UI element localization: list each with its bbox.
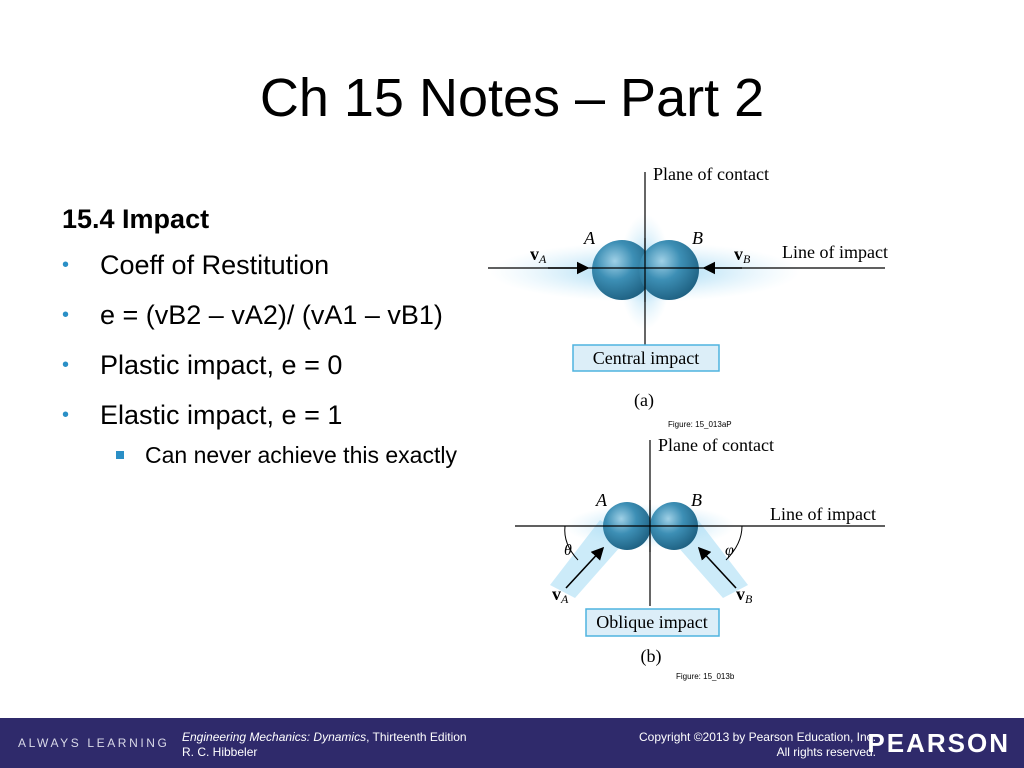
ball-b bbox=[639, 240, 699, 300]
footer-book-info: Engineering Mechanics: Dynamics, Thirtee… bbox=[182, 730, 467, 760]
velocity-a-label: vA bbox=[530, 244, 547, 266]
ball-a-label: A bbox=[595, 490, 608, 510]
copyright-text: Copyright ©2013 by Pearson Education, In… bbox=[639, 730, 876, 744]
impact-figure: Plane of contact Line of impact A B vA v… bbox=[488, 164, 888, 681]
rights-text: All rights reserved. bbox=[776, 745, 876, 759]
velocity-a-symbol: v bbox=[530, 244, 539, 264]
ball-b-label: B bbox=[691, 490, 702, 510]
square-bullet-icon bbox=[116, 451, 124, 459]
slide-title: Ch 15 Notes – Part 2 bbox=[259, 68, 765, 128]
central-impact-diagram: Plane of contact Line of impact A B vA v… bbox=[488, 164, 888, 429]
book-author: R. C. Hibbeler bbox=[182, 745, 258, 759]
central-impact-box bbox=[572, 344, 720, 372]
oblique-impact-label: Oblique impact bbox=[596, 612, 707, 632]
bullet-text: Plastic impact, e = 0 bbox=[100, 350, 343, 380]
book-edition: , Thirteenth Edition bbox=[366, 730, 467, 744]
phi-label: φ bbox=[725, 542, 734, 559]
bullet-dot-icon: • bbox=[62, 354, 70, 376]
velocity-b-symbol: v bbox=[736, 584, 745, 604]
bullet-dot-icon: • bbox=[62, 404, 70, 426]
bullet-text: Coeff of Restitution bbox=[100, 250, 330, 280]
phi-angle-arc bbox=[725, 525, 743, 561]
sub-bullet-text: Can never achieve this exactly bbox=[145, 442, 457, 468]
velocity-b-label: vB bbox=[736, 584, 753, 606]
oblique-impact-box bbox=[585, 608, 720, 637]
velocity-b-label: vB bbox=[734, 244, 751, 266]
velocity-a-symbol: v bbox=[552, 584, 561, 604]
book-title-line: Engineering Mechanics: Dynamics, Thirtee… bbox=[182, 730, 467, 745]
velocity-b-subscript: B bbox=[745, 592, 753, 606]
velocity-a-label: vA bbox=[552, 584, 569, 606]
plane-of-contact-label: Plane of contact bbox=[653, 164, 769, 184]
bullet-item: • Elastic impact, e = 1 bbox=[62, 398, 472, 432]
pearson-logo: PEARSON bbox=[867, 728, 1010, 758]
sub-bullet-item: Can never achieve this exactly bbox=[62, 440, 472, 471]
footer-bar: ALWAYS LEARNING Engineering Mechanics: D… bbox=[0, 718, 1024, 768]
oblique-impact-diagram: Plane of contact Line of impact A B θ φ … bbox=[515, 435, 885, 681]
bullet-item: • e = (vB2 – vA2)/ (vA1 – vB1) bbox=[62, 298, 472, 332]
figure-part-a: (a) bbox=[634, 390, 654, 411]
bullet-item: • Coeff of Restitution bbox=[62, 248, 472, 282]
bullet-text: Elastic impact, e = 1 bbox=[100, 400, 343, 430]
velocity-b-symbol: v bbox=[734, 244, 743, 264]
slide-content: 15.4 Impact • Coeff of Restitution • e =… bbox=[62, 200, 472, 471]
theta-label: θ bbox=[564, 542, 572, 559]
figure-caption-a: Figure: 15_013aP bbox=[668, 420, 732, 429]
footer-tagline: ALWAYS LEARNING bbox=[18, 736, 170, 750]
bullet-dot-icon: • bbox=[62, 304, 70, 326]
ball-a bbox=[592, 240, 652, 300]
bullet-dot-icon: • bbox=[62, 254, 70, 276]
figure-part-b: (b) bbox=[641, 646, 662, 667]
footer-copyright: Copyright ©2013 by Pearson Education, In… bbox=[639, 730, 876, 760]
theta-angle-arc bbox=[564, 525, 579, 561]
section-heading: 15.4 Impact bbox=[62, 204, 210, 234]
ball-a-label: A bbox=[583, 228, 596, 248]
central-impact-label: Central impact bbox=[593, 348, 699, 368]
figure-caption-b: Figure: 15_013b bbox=[676, 672, 735, 681]
velocity-a-subscript: A bbox=[538, 252, 547, 266]
velocity-a-arrow bbox=[565, 546, 605, 589]
bullet-item: • Plastic impact, e = 0 bbox=[62, 348, 472, 382]
line-of-impact-label: Line of impact bbox=[770, 504, 876, 524]
line-of-impact-label: Line of impact bbox=[782, 242, 888, 262]
velocity-a-subscript: A bbox=[560, 592, 569, 606]
velocity-b-subscript: B bbox=[743, 252, 751, 266]
ball-b-label: B bbox=[692, 228, 703, 248]
book-title: Engineering Mechanics: Dynamics bbox=[182, 730, 367, 744]
bullet-text: e = (vB2 – vA2)/ (vA1 – vB1) bbox=[100, 300, 443, 330]
velocity-b-arrow bbox=[697, 546, 737, 589]
plane-of-contact-label: Plane of contact bbox=[658, 435, 774, 455]
